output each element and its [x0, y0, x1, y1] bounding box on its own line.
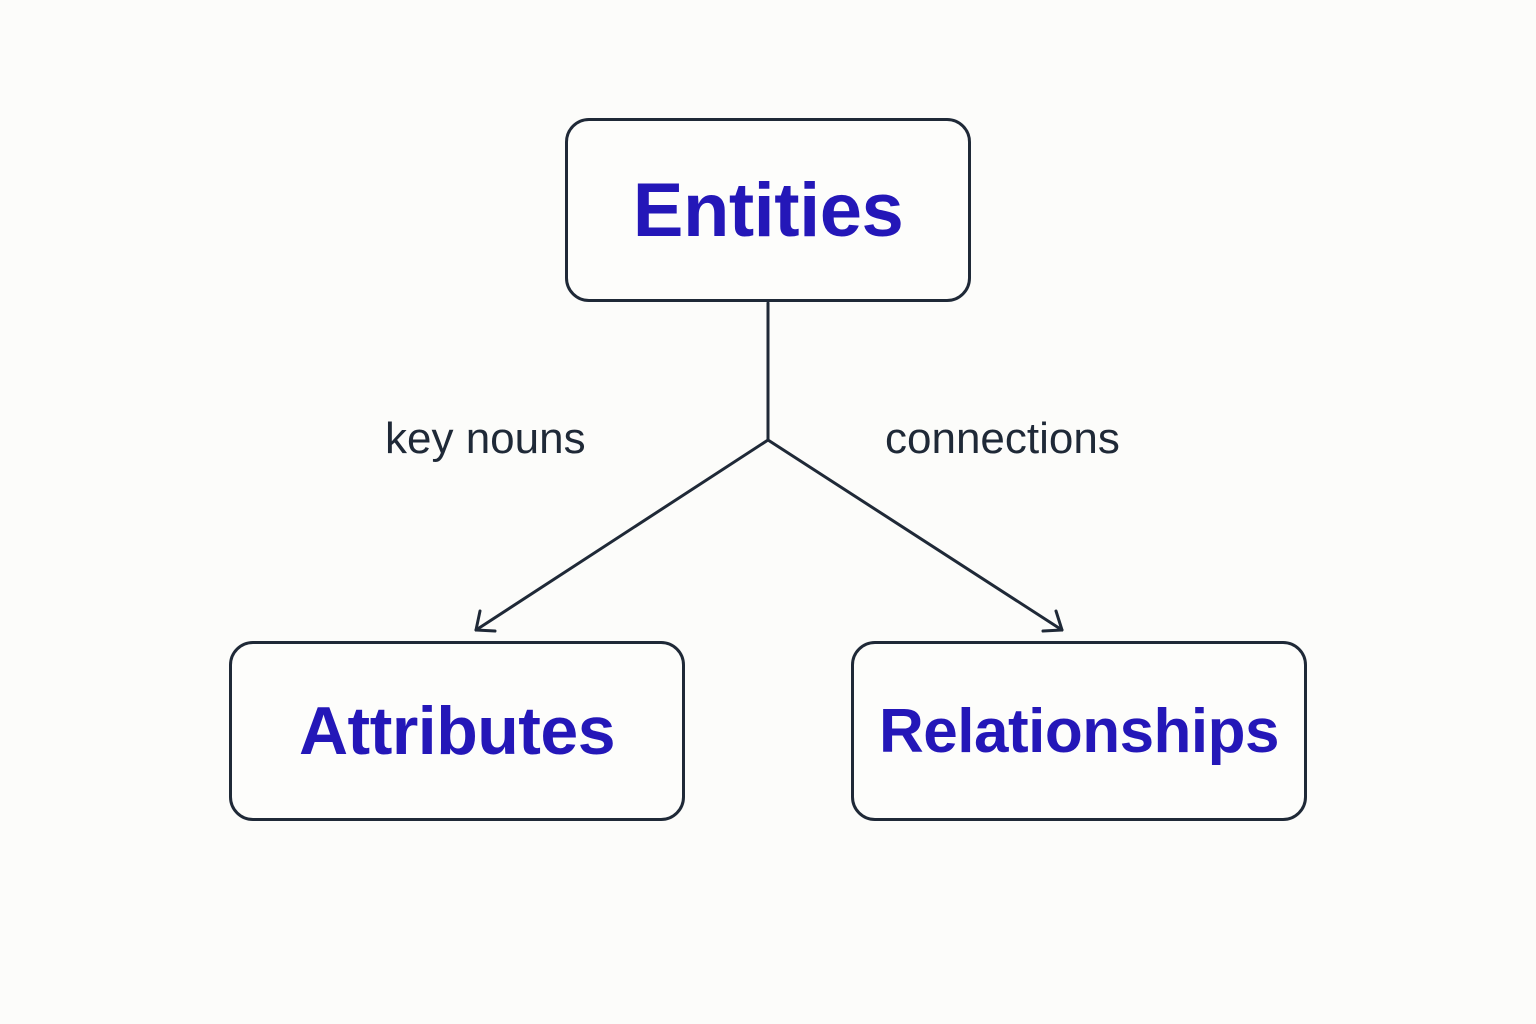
entities-label: Entities [632, 167, 904, 253]
connections-label: connections [885, 414, 1120, 463]
arrowhead-relationships [1041, 609, 1064, 633]
branch-line-relationships [766, 438, 1064, 632]
attributes-node: Attributes [229, 641, 685, 821]
key-nouns-label: key nouns [385, 414, 586, 463]
entities-node: Entities [565, 118, 971, 302]
arrowhead-attributes [474, 609, 497, 633]
branch-line-attributes [474, 438, 770, 632]
attributes-label: Attributes [298, 693, 616, 769]
relationships-node: Relationships [851, 641, 1307, 821]
relationships-label: Relationships [878, 696, 1280, 766]
